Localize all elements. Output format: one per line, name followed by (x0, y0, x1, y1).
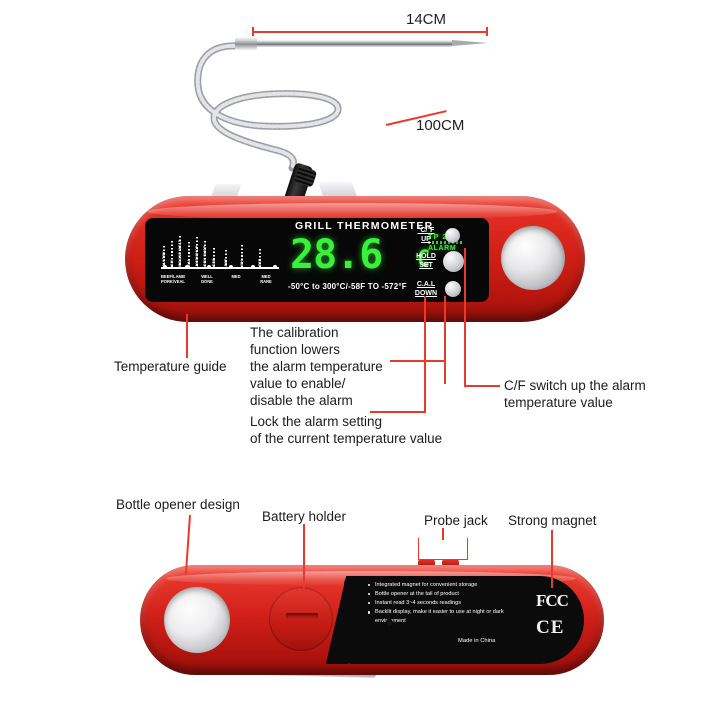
guide-tick (171, 241, 173, 267)
fcc-mark-icon: FCC (536, 591, 569, 610)
spec-item: Integrated magnet for convenient storage (368, 581, 528, 590)
callout-calibration: The calibration function lowers the alar… (250, 325, 383, 408)
sensor-hole (386, 619, 393, 626)
body-highlight (147, 203, 557, 220)
cf-up-button[interactable] (445, 228, 460, 243)
guide-blabel: MED RARE (260, 274, 272, 285)
leader-cf-switch-v (464, 248, 466, 386)
leader-lock-alarm-h (370, 411, 426, 413)
probe-length-cap-left (252, 27, 254, 36)
guide-tick (213, 248, 215, 267)
thermometer-back-view: Integrated magnet for convenient storage… (140, 559, 604, 678)
leader-strong-magnet (551, 530, 553, 588)
probe-length-label: 14CM (406, 11, 447, 28)
guide-tick (196, 237, 198, 267)
leader-calibration-h (390, 360, 446, 362)
battery-cover-slot (286, 613, 318, 619)
probe-collar (235, 37, 257, 50)
guide-dot (207, 265, 211, 270)
guide-blabel: BEEF/LAMB PORK/VEAL (161, 274, 185, 285)
callout-cf-switch: C/F switch up the alarm temperature valu… (504, 378, 646, 410)
guide-tick (225, 250, 227, 267)
probe-length-cap-right (486, 27, 488, 36)
callout-lock-alarm: Lock the alarm setting of the current te… (250, 414, 443, 446)
guide-dot (229, 265, 233, 270)
guide-vlabel: BEEF (224, 258, 228, 269)
leader-cf-switch-h (464, 385, 500, 387)
tp-indicator: TP 2 (428, 232, 448, 241)
probe-jack-port-2[interactable] (442, 559, 459, 568)
guide-vlabel: BEEF (212, 258, 216, 269)
probe-needle-shaft (252, 40, 452, 47)
thermometer-front-view: GRILL THERMOMETER PAULTRY HAM GROUND MEA… (125, 182, 585, 322)
leader-lock-alarm-v (424, 296, 426, 412)
callout-temperature-guide: Temperature guide (114, 359, 227, 374)
lcd-panel: GRILL THERMOMETER PAULTRY HAM GROUND MEA… (145, 218, 489, 302)
leader-temperature-guide (186, 314, 188, 358)
probe-jack-port-1[interactable] (418, 559, 435, 568)
guide-tick (204, 241, 206, 267)
guide-tick (259, 249, 261, 267)
leader-battery-holder (303, 524, 305, 588)
button-label-cf-up: °C/°F UP (417, 227, 435, 244)
battery-cover[interactable] (269, 587, 333, 651)
guide-dot (251, 265, 255, 270)
temperature-guide-scale: PAULTRY HAM GROUND MEAT VEAL LAMB/CHOP P… (155, 224, 283, 296)
leader-probe-jack-stem (442, 528, 444, 540)
callout-strong-magnet: Strong magnet (508, 513, 597, 528)
callout-bottle-opener: Bottle opener design (116, 497, 240, 512)
guide-vlabel: LAMB/CHOP (195, 245, 199, 269)
guide-dot (163, 265, 167, 270)
guide-vlabel: FISH (240, 260, 244, 269)
guide-tick (179, 236, 181, 267)
callout-probe-jack: Probe jack (424, 513, 488, 528)
brand-label: GRILL THERMOMETER (295, 220, 434, 232)
leader-calibration-v (444, 296, 446, 384)
guide-blabel: MED (231, 274, 241, 279)
cable-length-label: 100CM (416, 117, 465, 134)
spec-item: Bottle opener at the tail of product (368, 590, 528, 599)
tp-bargraph-icon (428, 241, 464, 244)
hold-set-button[interactable] (443, 251, 464, 272)
hanging-hole (501, 226, 565, 290)
guide-dot (185, 265, 189, 270)
guide-vlabel: BEEF (258, 258, 262, 269)
leader-probe-jack-bracket (418, 538, 468, 560)
guide-vlabel: GROUND MEAT (178, 239, 182, 269)
made-in-label: Made in China (458, 638, 496, 644)
measurement-range-label: -50°C to 300°C/-58F TO -572°F (288, 282, 407, 291)
guide-axis (161, 267, 279, 269)
cal-down-button[interactable] (445, 281, 461, 297)
guide-blabel: WELL DONE (201, 274, 213, 285)
button-label-cal-down: C.A.L DOWN (414, 281, 438, 298)
back-label-plate (344, 576, 584, 664)
callout-battery-holder: Battery holder (262, 509, 347, 524)
probe-cable (194, 42, 342, 172)
probe-needle-tip (452, 40, 488, 46)
alarm-indicator: ALARM (428, 245, 457, 252)
spec-item: Instant read 3~4 seconds readings (368, 599, 528, 608)
temperature-readout: 28.6 (290, 232, 383, 278)
guide-dot (273, 265, 277, 270)
ce-mark-icon: CE (536, 617, 565, 638)
guide-tick (241, 245, 243, 267)
bottle-opener-hole (164, 587, 230, 653)
probe-length-dimension-line (252, 31, 488, 33)
guide-vlabel: HAM (170, 260, 174, 269)
guide-tick (188, 242, 190, 267)
temperature-unit: C (417, 247, 431, 272)
button-label-hold-set: HOLD SET (416, 253, 436, 270)
probe-assembly: 14CM 100CM (0, 0, 720, 206)
guide-tick (163, 246, 165, 267)
